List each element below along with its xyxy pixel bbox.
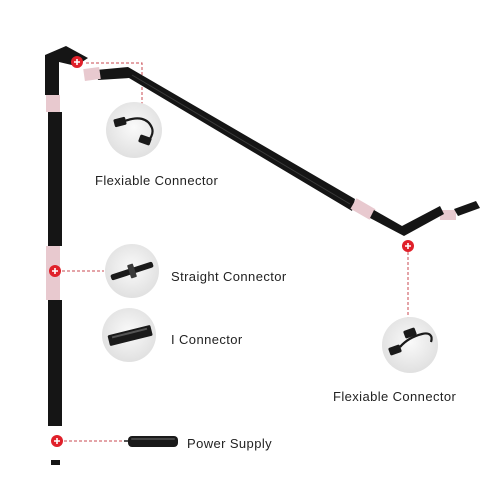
joint-right-diagonal	[350, 198, 376, 220]
markers	[49, 56, 414, 447]
joint-vertical-upper	[46, 95, 60, 112]
right-corner-rail	[370, 206, 444, 236]
leader-line-flex-top	[86, 62, 143, 104]
label-flexible-connector-top: Flexiable Connector	[95, 173, 219, 188]
label-straight-connector: Straight Connector	[171, 269, 287, 284]
flexible-connector-thumbnail-right	[382, 317, 438, 373]
joint-right-end	[440, 210, 456, 220]
flexible-connector-thumbnail-top	[106, 102, 162, 158]
rail-end-cap	[51, 460, 60, 465]
plus-marker-icon	[402, 240, 414, 252]
diagonal-rail-groove	[131, 74, 351, 205]
right-end-rail	[454, 201, 480, 216]
vertical-rail	[45, 55, 62, 465]
label-power-supply: Power Supply	[187, 436, 273, 451]
leader-lines	[62, 62, 409, 442]
diagonal-rail	[96, 67, 355, 211]
top-corner-rail	[45, 46, 88, 70]
flexible-connector-icon	[113, 116, 154, 146]
straight-connector-thumbnail	[105, 244, 159, 298]
power-supply-icon	[124, 436, 178, 447]
vertical-rail-lower	[48, 300, 62, 426]
plus-marker-icon	[71, 56, 83, 68]
label-i-connector: I Connector	[171, 332, 243, 347]
flexible-connector-icon	[388, 327, 433, 356]
joint-top	[83, 66, 101, 82]
plus-marker-icon	[51, 435, 63, 447]
i-connector-thumbnail	[102, 308, 156, 362]
i-connector-icon	[107, 325, 153, 346]
plus-marker-icon	[49, 265, 61, 277]
straight-connector-icon	[110, 261, 154, 281]
label-flexible-connector-right: Flexiable Connector	[333, 389, 457, 404]
vertical-rail-upper	[48, 112, 62, 246]
